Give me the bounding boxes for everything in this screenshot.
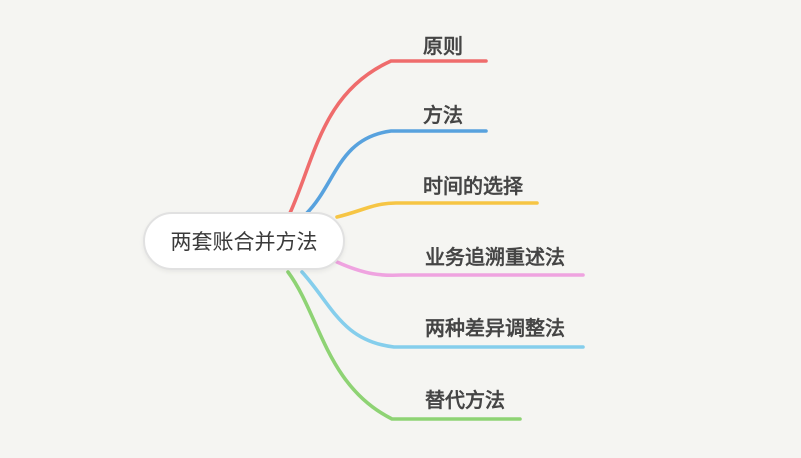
branch-curve-principles [288,59,488,215]
branch-topic-methods[interactable]: 方法 [423,105,463,127]
branch-curve-retrospective [335,260,585,278]
branch-curve-difference-adjust [300,270,585,349]
branch-curve-methods [304,129,488,216]
branch-curve-alternative [286,270,522,421]
branch-topic-alternative[interactable]: 替代方法 [425,390,505,412]
branch-topic-retrospective[interactable]: 业务追溯重述法 [425,247,565,269]
branch-topic-time-choice[interactable]: 时间的选择 [423,176,523,198]
branch-topic-difference-adjust[interactable]: 两种差异调整法 [425,318,565,340]
branch-curve-time-choice [335,201,539,219]
root-topic[interactable]: 两套账合并方法 [143,212,345,270]
branch-topic-principles[interactable]: 原则 [423,36,463,58]
